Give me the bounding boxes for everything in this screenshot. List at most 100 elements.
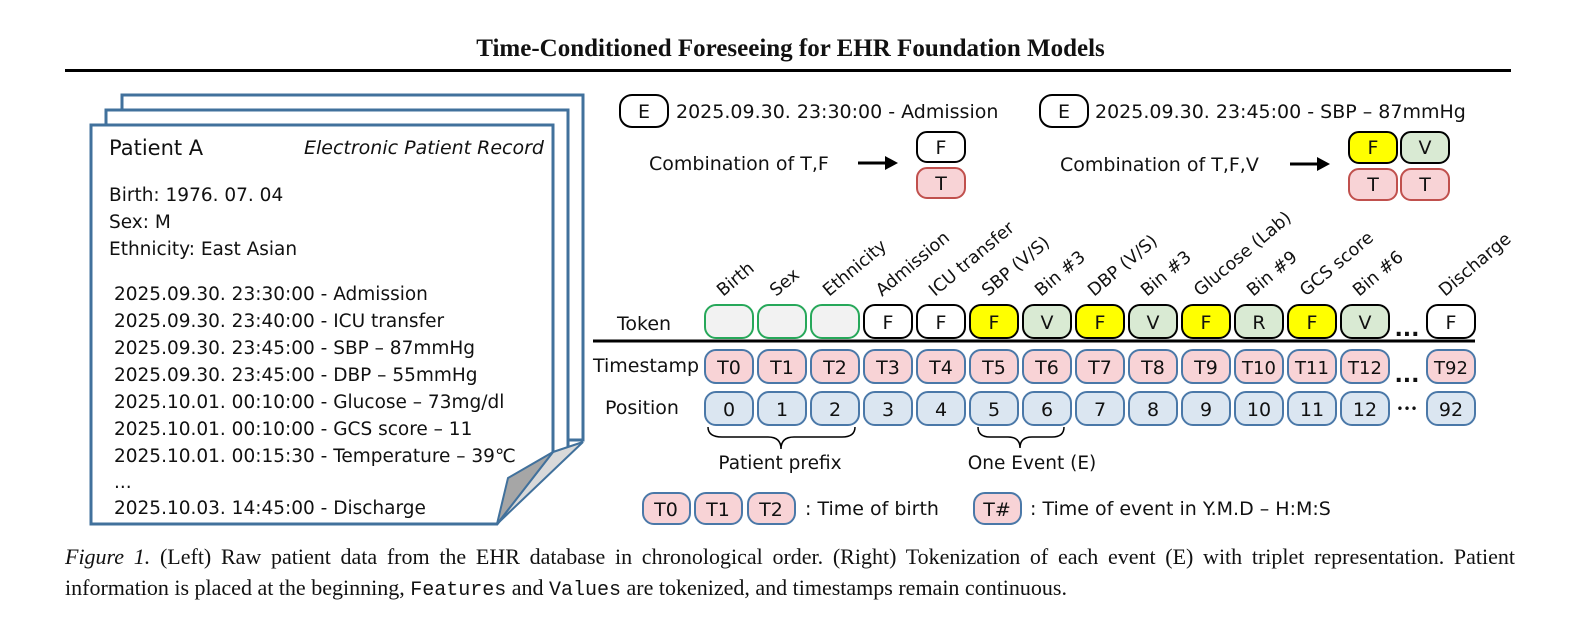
feature-chip: [1348, 131, 1398, 164]
timestamp-chip: [1075, 349, 1125, 384]
caption-code-features: Features: [410, 579, 507, 602]
position-chip: [810, 391, 860, 426]
event-chip-label: E: [638, 101, 650, 123]
token-chip-label: V: [1147, 312, 1160, 334]
position-chip-label: 4: [935, 399, 947, 421]
token-chip: [1287, 304, 1337, 339]
token-chip: [1426, 304, 1476, 339]
event-line: ...: [114, 472, 132, 493]
brace-label-one-event: One Event (E): [968, 453, 1097, 474]
event-line: 2025.10.01. 00:10:00 - Glucose – 73mg/dl: [114, 392, 504, 413]
token-chip: [704, 304, 754, 339]
token-chip-label: F: [1307, 312, 1318, 334]
legend-time-chip: [747, 492, 796, 525]
feature-chip: [916, 131, 966, 163]
position-chip: [1022, 391, 1072, 426]
event-line: 2025.10.01. 00:15:30 - Temperature – 39℃: [114, 446, 516, 467]
timestamp-chip: [1234, 349, 1284, 384]
position-chip: [863, 391, 913, 426]
time-chip: [916, 167, 966, 199]
column-label: Sex: [766, 265, 803, 301]
column-label: Discharge: [1435, 229, 1515, 301]
timestamp-chip-label: T1: [769, 357, 794, 379]
token-chip: [1234, 304, 1284, 339]
token-ellipsis: ...: [1394, 317, 1419, 342]
token-chip-label: V: [1359, 312, 1372, 334]
event-line: 2025.09.30. 23:45:00 - SBP – 87mmHg: [114, 338, 475, 359]
position-chip-label: 2: [829, 399, 841, 421]
timestamp-chip: [916, 349, 966, 384]
event-chip: [1039, 94, 1089, 128]
token-chip: [1181, 304, 1231, 339]
column-label: Birth: [713, 259, 758, 301]
timestamp-chip-label: T9: [1193, 357, 1218, 379]
token-chip-label: V: [1041, 312, 1054, 334]
record-header: Electronic Patient Record: [304, 137, 545, 159]
event-line: 2025.09.30. 23:45:00 - DBP – 55mmHg: [114, 365, 478, 386]
timestamp-chip-label: T2: [822, 357, 847, 379]
token-chip: [757, 304, 807, 339]
token-chip: [969, 304, 1019, 339]
title-rule: [65, 69, 1511, 72]
brace-one-event: [977, 426, 1065, 449]
timestamp-chip: [704, 349, 754, 384]
patient-name: Patient A: [109, 136, 204, 160]
feature-chip-label: F: [936, 137, 947, 159]
event-chip-label: E: [1058, 101, 1070, 123]
feature-chip-label: F: [1368, 137, 1379, 159]
timestamp-chip-label: T5: [981, 357, 1006, 379]
row-label-position: Position: [605, 397, 679, 419]
row-label-timestamp: Timestamp: [592, 355, 699, 377]
position-chip: [1426, 391, 1476, 426]
timestamp-chip: [863, 349, 913, 384]
token-chip: [863, 304, 913, 339]
position-chip: [757, 391, 807, 426]
combination-label: Combination of T,F,V: [1060, 154, 1259, 176]
figure-caption: Figure 1. (Left) Raw patient data from t…: [65, 541, 1515, 606]
timestamp-chip-label: T92: [1433, 358, 1468, 379]
time-chip-label: T: [934, 173, 947, 195]
position-chip-label: 0: [723, 399, 735, 421]
legend-birth-text: : Time of birth: [805, 498, 939, 520]
legend-time-chip: [642, 492, 691, 525]
demographic-line: Ethnicity: East Asian: [109, 239, 297, 260]
event-line: 2025.09.30. 23:40:00 - ICU transfer: [114, 311, 444, 332]
event-line: 2025.10.03. 14:45:00 - Discharge: [114, 498, 426, 519]
demographic-line: Birth: 1976. 07. 04: [109, 185, 283, 206]
legend-time-chip-label: T1: [705, 499, 730, 521]
timestamp-chip-label: T4: [928, 357, 953, 379]
position-chip-label: 1: [776, 399, 788, 421]
page-curl: [496, 451, 554, 525]
timestamp-chip: [1287, 349, 1337, 384]
value-chip: [1400, 131, 1450, 164]
record-stack: [89, 93, 585, 526]
token-chip: [1022, 304, 1072, 339]
timestamp-chip-label: T10: [1241, 358, 1276, 379]
token-chip-label: F: [989, 312, 1000, 334]
position-chip: [916, 391, 966, 426]
event-line: 2025.09.30. 23:30:00 - Admission: [114, 284, 428, 305]
brace-patient-prefix: [707, 426, 856, 450]
token-chip-label: F: [883, 312, 894, 334]
legend-time-chip: [694, 492, 743, 525]
caption-text: and: [506, 575, 549, 600]
timestamp-chip-label: T12: [1347, 358, 1382, 379]
time-chip-label: T: [1366, 174, 1379, 196]
position-chip-label: 5: [988, 399, 1000, 421]
timestamp-chip: [1340, 349, 1390, 384]
caption-text: (Left) Raw patient data from the EHR dat…: [65, 544, 1515, 600]
position-chip-label: 10: [1247, 399, 1271, 421]
timestamp-chip: [969, 349, 1019, 384]
example-event-text: 2025.09.30. 23:45:00 - SBP – 87mmHg: [1095, 101, 1466, 123]
value-chip-label: V: [1419, 137, 1432, 159]
brace-label-patient-prefix: Patient prefix: [718, 453, 841, 474]
position-chip-label: 11: [1300, 399, 1324, 421]
token-chip: [1128, 304, 1178, 339]
combination-label: Combination of T,F: [649, 153, 829, 175]
event-line: 2025.10.01. 00:10:00 - GCS score – 11: [114, 419, 472, 440]
position-chip: [1075, 391, 1125, 426]
position-chip-label: 8: [1147, 399, 1159, 421]
position-chip: [1340, 391, 1390, 426]
position-chip-label: 6: [1041, 399, 1053, 421]
example-event-text: 2025.09.30. 23:30:00 - Admission: [676, 101, 998, 123]
